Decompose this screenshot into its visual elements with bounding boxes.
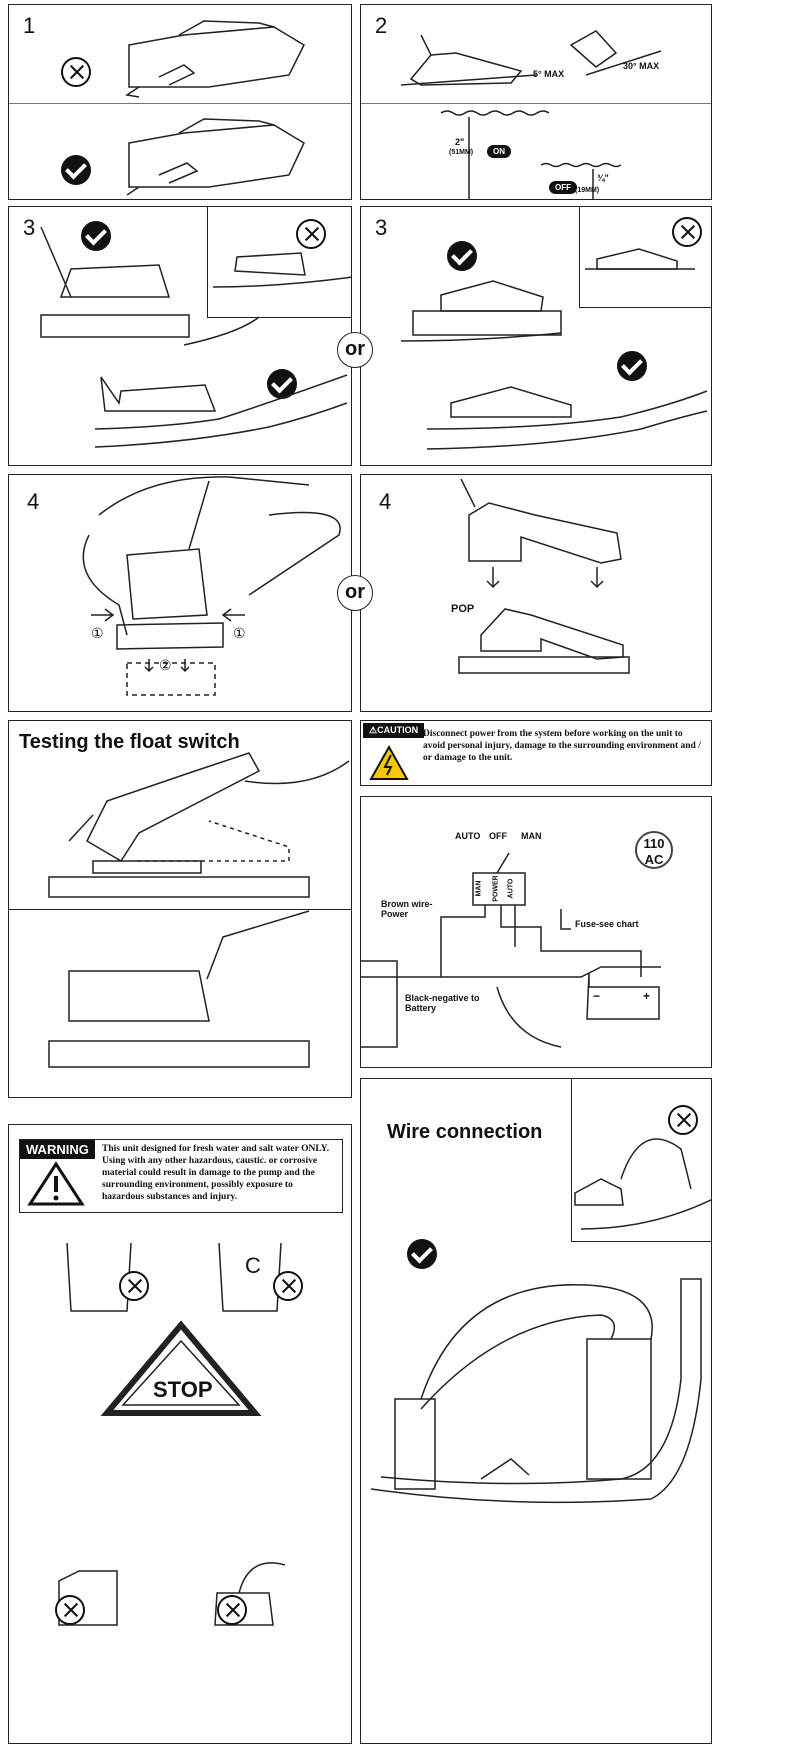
incorrect-inset (579, 207, 711, 308)
correct-icon (447, 241, 477, 271)
warning-badge: WARNING (20, 1140, 95, 1159)
incorrect-icon (61, 57, 91, 87)
incorrect-inset (207, 207, 351, 318)
fuse-label: Fuse-see chart (575, 919, 639, 929)
prohibited-substances-illustration (58, 1242, 286, 1626)
incorrect-icon (668, 1105, 698, 1135)
correct-icon (617, 351, 647, 381)
incorrect-inset (571, 1079, 711, 1242)
on-depth-label: 2" (455, 137, 465, 147)
battery-minus: − (593, 989, 601, 1003)
wiring-schematic (361, 852, 661, 1048)
pump-mounting-illustration (400, 248, 708, 450)
panel-step4-right: 4 POP (360, 474, 712, 712)
pop-label: POP (451, 603, 475, 615)
wire-connection-title: Wire connection (387, 1121, 543, 1143)
caution-text: Disconnect power from the system before … (423, 729, 701, 763)
incorrect-icon (217, 1595, 247, 1625)
step-number: 4 (379, 489, 392, 514)
or-badge: or (337, 332, 373, 368)
correct-icon (61, 155, 91, 185)
ac-prohibited-icon: 110 AC (635, 831, 673, 869)
step-marker-1: ① (91, 625, 104, 641)
angle-5-label: 5° MAX (533, 69, 565, 79)
ac-voltage: 110 (643, 836, 665, 851)
step-marker-2: ② (159, 657, 172, 673)
off-label: OFF (489, 831, 507, 841)
black-wire-label: Black-negative to Battery (405, 993, 480, 1013)
panel-step3-right: 3 (360, 206, 712, 466)
angle-and-depth-diagram (400, 30, 662, 199)
pump-removal-illustration (82, 476, 341, 696)
auto-label: AUTO (455, 831, 481, 841)
divider (9, 103, 351, 104)
warning-panel: WARNING This unit designed for fresh wat… (8, 1124, 352, 1744)
on-badge: ON (487, 145, 511, 158)
ac-label: AC (644, 852, 664, 867)
wiring-diagram: 110 AC AUTO OFF MAN MAN POWER AUTO Brown… (360, 796, 712, 1068)
battery-plus: + (643, 989, 651, 1003)
divider (361, 103, 711, 104)
panel-step3-left: 3 (8, 206, 352, 466)
panel-step4-left: 4 ① ① ② (8, 474, 352, 712)
man-label: MAN (521, 831, 542, 841)
sw-man: MAN (475, 880, 483, 897)
or-badge: or (337, 575, 373, 611)
off-depth-mm-label: (19MM) (575, 187, 600, 194)
float-test-title: Testing the float switch (19, 731, 240, 753)
pump-mounting-illustration (40, 226, 351, 448)
off-depth-label: ¾" (597, 173, 609, 183)
pump-removal-illustration (458, 478, 630, 674)
caution-box: ⚠CAUTION Disconnect power from the syste… (360, 720, 712, 786)
electric-hazard-icon (369, 744, 409, 780)
boat-illustration (125, 20, 305, 196)
caustic-symbol: C (245, 1253, 261, 1278)
panel-step1: 1 (8, 4, 352, 200)
brown-wire-label: Brown wire- Power (381, 899, 433, 919)
sw-auto: AUTO (507, 878, 515, 899)
step-number: 3 (375, 215, 388, 240)
incorrect-icon (672, 217, 702, 247)
warning-text: This unit designed for fresh water and s… (102, 1144, 330, 1202)
hazard-triangle-icon (27, 1161, 85, 1206)
incorrect-icon (296, 219, 326, 249)
correct-icon (407, 1239, 437, 1269)
on-depth-mm-label: (51MM) (449, 149, 474, 156)
off-badge: OFF (549, 181, 577, 194)
wire-connection-panel: Wire connection (360, 1078, 712, 1744)
incorrect-icon (119, 1271, 149, 1301)
incorrect-icon (55, 1595, 85, 1625)
float-switch-illustration (48, 752, 350, 1068)
step-marker-1: ① (233, 625, 246, 641)
angle-30-label: 30° MAX (623, 61, 660, 71)
correct-icon (81, 221, 111, 251)
step-number: 2 (375, 13, 388, 38)
incorrect-icon (273, 1271, 303, 1301)
wire-connection-illustration (370, 1138, 711, 1504)
step-number: 3 (23, 215, 36, 240)
panel-float-test: Testing the float switch (8, 720, 352, 1098)
step-number: 4 (27, 489, 40, 514)
panel-step2: 2 5° MAX 30° MAX 2" (51MM) ON OFF ¾" (19… (360, 4, 712, 200)
caution-badge: ⚠CAUTION (363, 723, 425, 738)
divider (9, 909, 351, 910)
stop-label: STOP (153, 1377, 213, 1402)
warning-box: WARNING This unit designed for fresh wat… (19, 1139, 343, 1213)
step-number: 1 (23, 13, 36, 38)
sw-power: POWER (492, 875, 500, 902)
